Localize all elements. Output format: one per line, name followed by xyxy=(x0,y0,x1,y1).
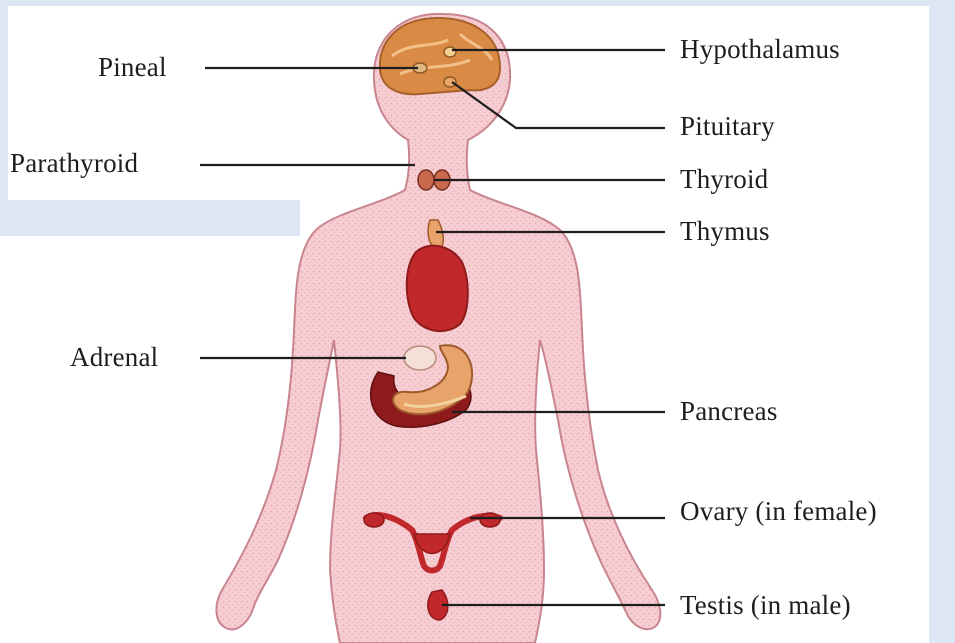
pituitary-gland xyxy=(444,77,456,87)
brain-organ xyxy=(380,18,500,94)
label-pancreas: Pancreas xyxy=(680,398,778,425)
hypothalamus-gland xyxy=(444,47,456,57)
label-adrenal: Adrenal xyxy=(70,344,158,371)
label-ovary: Ovary (in female) xyxy=(680,498,877,525)
label-pineal: Pineal xyxy=(98,54,167,81)
adrenal-organ xyxy=(404,346,436,370)
label-thyroid: Thyroid xyxy=(680,166,768,193)
label-parathyroid: Parathyroid xyxy=(10,150,138,177)
label-hypothalamus: Hypothalamus xyxy=(680,36,840,63)
brain-shape xyxy=(380,18,500,94)
heart-organ xyxy=(407,246,468,331)
label-testis: Testis (in male) xyxy=(680,592,851,619)
label-pituitary: Pituitary xyxy=(680,113,775,140)
label-thymus: Thymus xyxy=(680,218,770,245)
